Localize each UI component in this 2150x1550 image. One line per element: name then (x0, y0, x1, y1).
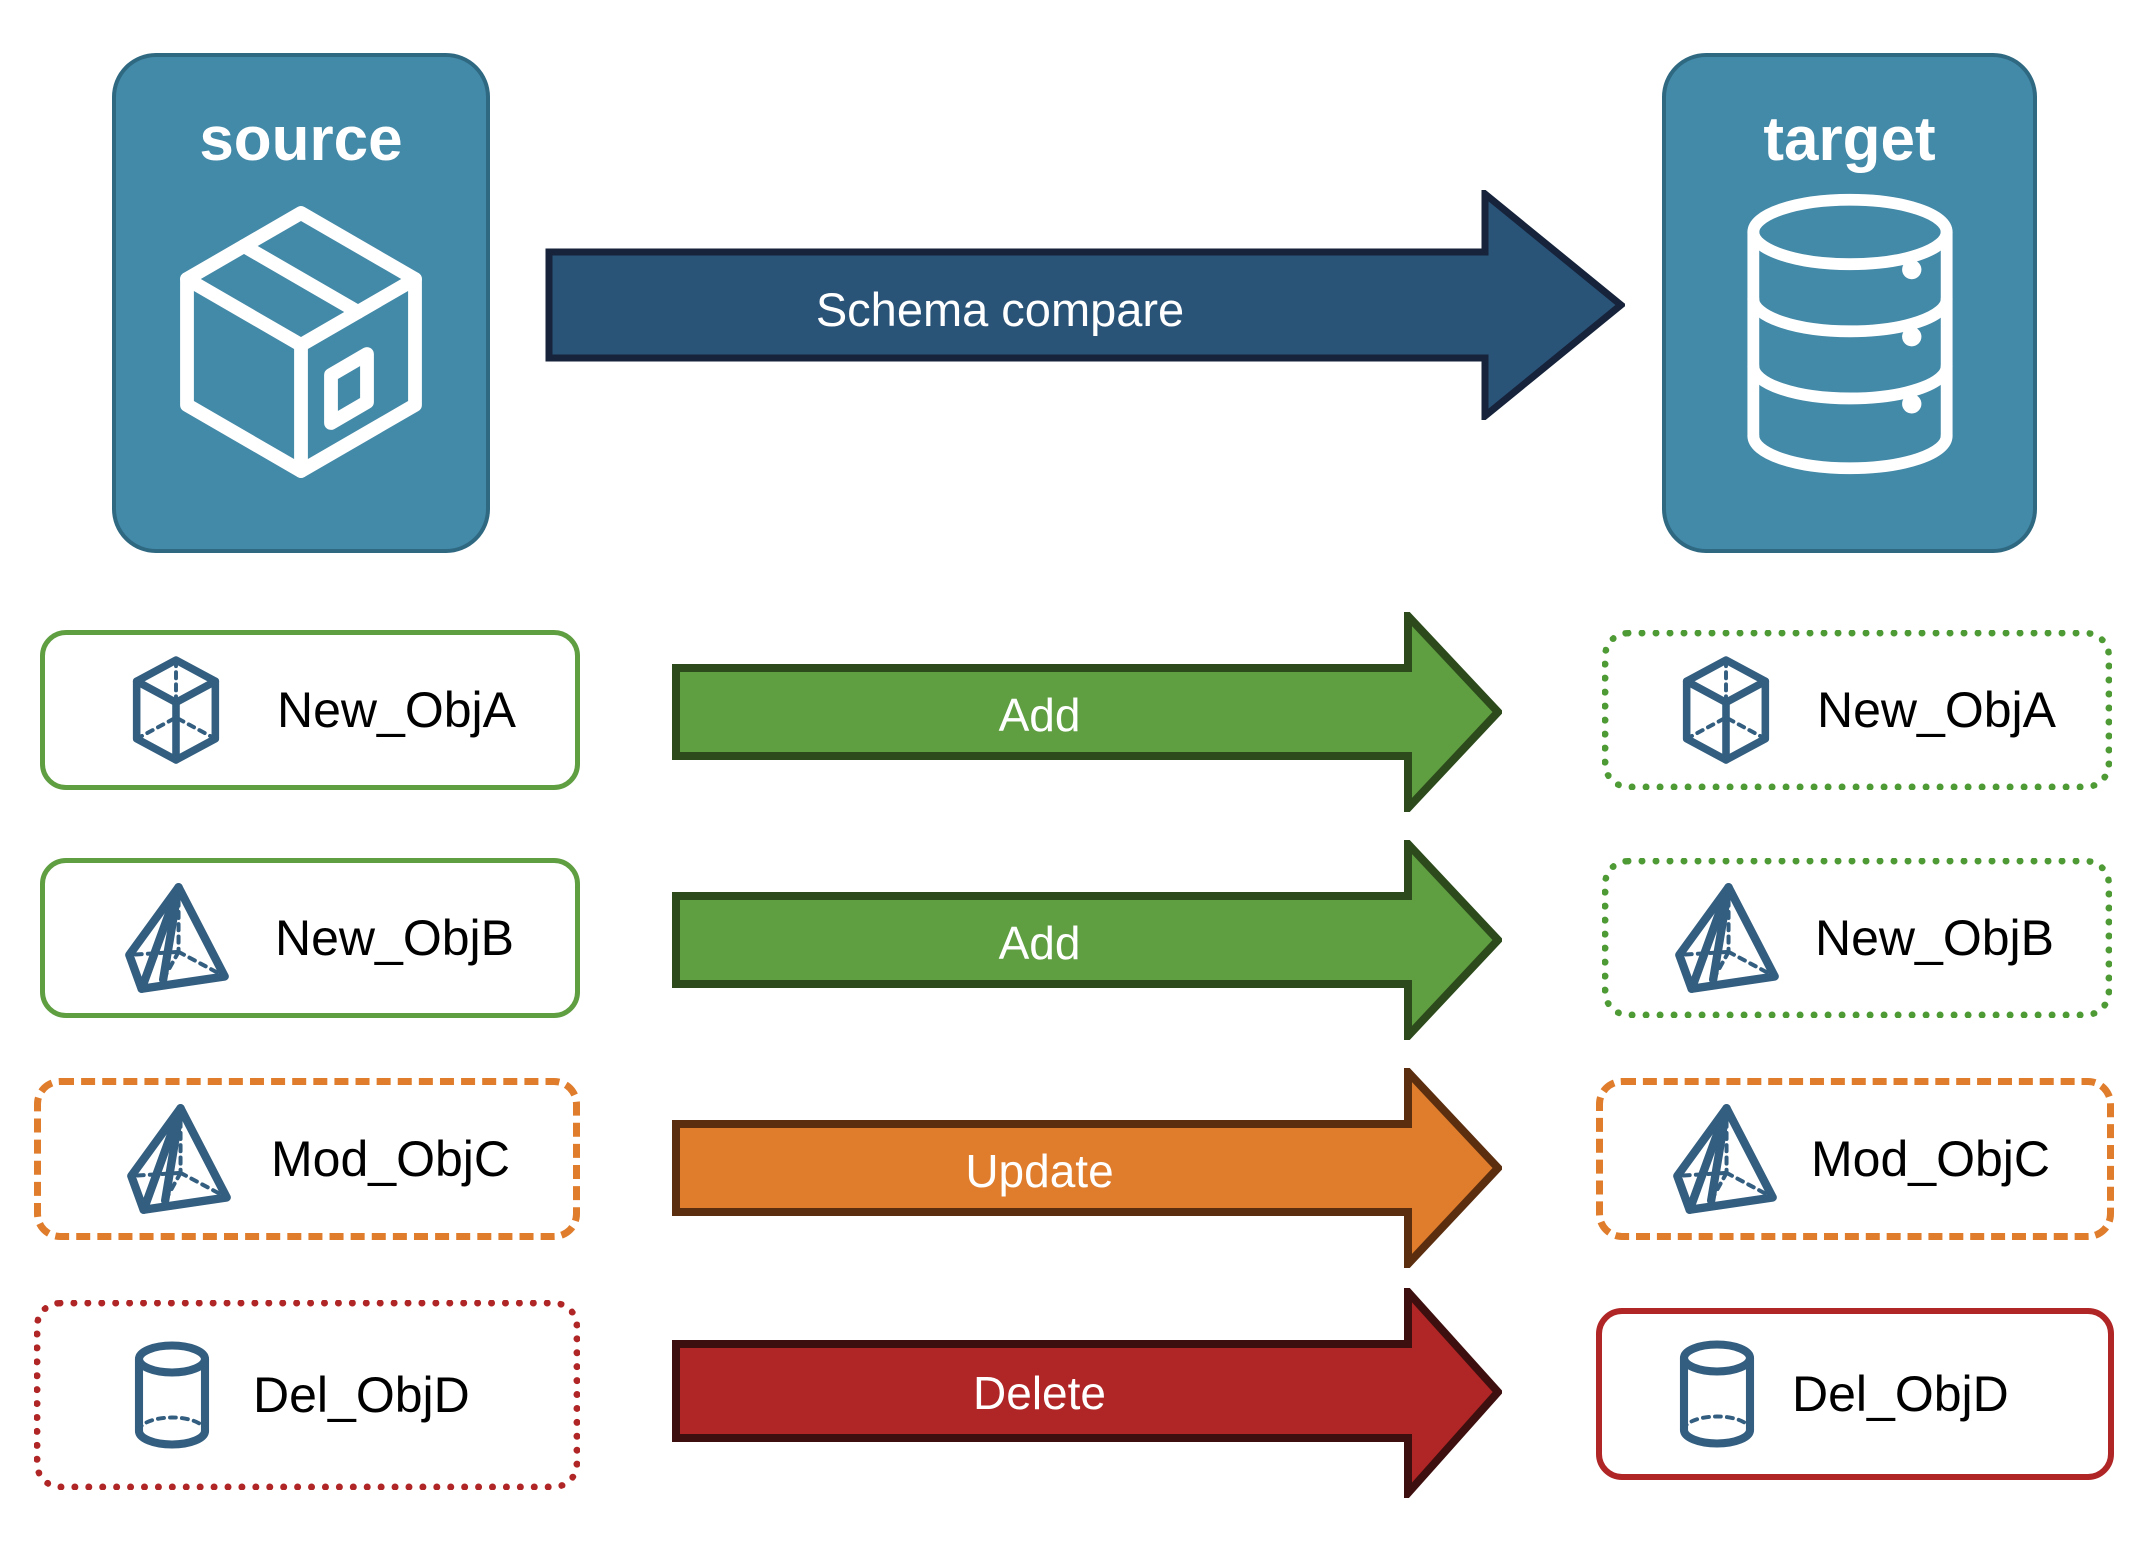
wireframe-cylinder-icon (1672, 1334, 1762, 1454)
target-object-card-3[interactable]: Del_ObjD (1596, 1308, 2114, 1480)
source-object-label-1: New_ObjB (275, 910, 514, 966)
target-endpoint-card: target (1662, 53, 2037, 553)
schema-compare-arrow: Schema compare (545, 186, 1627, 424)
source-object-label-0: New_ObjA (277, 682, 516, 738)
target-object-label-3: Del_ObjD (1792, 1366, 2009, 1422)
source-object-card-0[interactable]: New_ObjA (40, 630, 580, 790)
target-object-label-2: Mod_ObjC (1811, 1131, 2050, 1187)
action-arrow-2: Update (672, 1061, 1504, 1275)
wireframe-cube-icon (1671, 651, 1781, 769)
target-object-card-2[interactable]: Mod_ObjC (1596, 1078, 2114, 1240)
target-object-card-0[interactable]: New_ObjA (1602, 630, 2112, 790)
wireframe-cube-icon (121, 651, 231, 769)
source-object-card-3[interactable]: Del_ObjD (34, 1300, 580, 1490)
wireframe-pyramid-icon (1667, 878, 1787, 998)
source-object-label-2: Mod_ObjC (271, 1131, 510, 1187)
schema-compare-label: Schema compare (815, 283, 1185, 336)
action-arrow-1: Add (672, 833, 1504, 1047)
target-title: target (1763, 105, 1936, 174)
database-cylinder-icon (1715, 189, 1985, 484)
target-object-card-1[interactable]: New_ObjB (1602, 858, 2112, 1018)
action-arrow-3: Delete (672, 1281, 1504, 1504)
wireframe-pyramid-icon (119, 1099, 239, 1219)
action-arrow-0: Add (672, 605, 1504, 819)
wireframe-pyramid-icon (1665, 1099, 1785, 1219)
source-object-label-3: Del_ObjD (253, 1367, 470, 1423)
action-arrow-label-0: Add (998, 689, 1081, 741)
action-arrow-label-3: Delete (973, 1367, 1106, 1419)
source-object-card-2[interactable]: Mod_ObjC (34, 1078, 580, 1240)
source-object-card-1[interactable]: New_ObjB (40, 858, 580, 1018)
target-object-label-1: New_ObjB (1815, 910, 2054, 966)
package-box-icon (151, 189, 451, 494)
wireframe-cylinder-icon (127, 1335, 217, 1455)
wireframe-pyramid-icon (117, 878, 237, 998)
action-arrow-label-2: Update (965, 1145, 1114, 1197)
action-arrow-label-1: Add (998, 917, 1081, 969)
target-object-label-0: New_ObjA (1817, 682, 2056, 738)
source-endpoint-card: source (112, 53, 490, 553)
source-title: source (199, 105, 403, 174)
